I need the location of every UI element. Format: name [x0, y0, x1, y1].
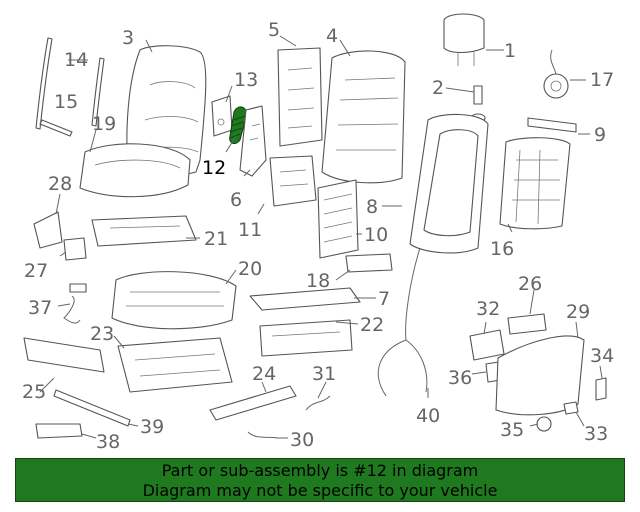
part-16-back-panel	[499, 137, 571, 230]
part-19-cushion-cover	[79, 143, 191, 198]
callout-33: 33	[584, 423, 608, 445]
part-24-trim	[209, 385, 297, 421]
callout-38: 38	[96, 431, 120, 453]
part-7-panel	[249, 287, 361, 311]
leader-lines	[39, 35, 603, 439]
part-17-speaker	[543, 49, 569, 99]
banner-line-part-number: Part or sub-assembly is #12 in diagram	[161, 461, 479, 480]
part-11-lumbar	[269, 155, 317, 207]
callout-14: 14	[64, 49, 88, 71]
part-29-side-shield	[495, 335, 585, 416]
callout-17: 17	[590, 69, 614, 91]
part-33-cap	[563, 401, 579, 415]
callout-5: 5	[268, 19, 280, 41]
callout-labels: 1 2 3 4 5 6 7 8 9 10 11 12 13 14 15 16 1…	[22, 19, 614, 453]
callout-25: 25	[22, 381, 46, 403]
part-27-clip	[63, 237, 87, 261]
callout-11: 11	[238, 219, 262, 241]
callout-24: 24	[252, 363, 276, 385]
part-38-module	[35, 423, 83, 439]
part-35-knob	[536, 416, 552, 432]
part-10-spring	[317, 179, 359, 259]
callout-27: 27	[24, 260, 48, 282]
part-15-clip	[39, 119, 73, 137]
part-22-frame	[259, 319, 353, 357]
part-28-bracket	[33, 211, 63, 249]
part-34-cap	[595, 377, 607, 401]
part-31-harness	[305, 395, 331, 411]
callout-35: 35	[500, 419, 524, 441]
callout-7: 7	[378, 288, 390, 310]
callout-39: 39	[140, 416, 164, 438]
part-1-headrest	[443, 13, 485, 66]
callout-31: 31	[312, 363, 336, 385]
part-20-cushion-pad	[111, 271, 237, 330]
callout-20: 20	[238, 258, 262, 280]
callout-29: 29	[566, 301, 590, 323]
callout-23: 23	[90, 323, 114, 345]
callout-40: 40	[416, 405, 440, 427]
callout-12-highlighted: 12	[202, 157, 226, 179]
part-6-side-panel	[239, 105, 267, 177]
callout-2: 2	[432, 77, 444, 99]
part-12-highlighted	[229, 106, 248, 144]
callout-32: 32	[476, 298, 500, 320]
part-37-harness	[63, 283, 87, 324]
callout-13: 13	[234, 69, 258, 91]
parts-diagram: 1 2 3 4 5 6 7 8 9 10 11 12 13 14 15 16 1…	[22, 13, 614, 453]
part-3-seatback-cover	[126, 45, 207, 176]
part-4-seatback-pad	[321, 50, 406, 184]
part-5-back-panel	[277, 47, 323, 147]
callout-9: 9	[594, 124, 606, 146]
part-40-harness	[377, 247, 428, 397]
callout-26: 26	[518, 273, 542, 295]
callout-10: 10	[364, 224, 388, 246]
part-8-seatback-frame	[409, 113, 489, 254]
callout-19: 19	[92, 113, 116, 135]
callout-30: 30	[290, 429, 314, 451]
callout-15: 15	[54, 91, 78, 113]
part-18-module	[345, 253, 393, 273]
callout-34: 34	[590, 345, 614, 367]
part-32-knob	[469, 329, 505, 361]
callout-1: 1	[504, 40, 516, 62]
part-13-bracket	[211, 95, 233, 137]
callout-8: 8	[366, 196, 378, 218]
part-25-trim	[23, 337, 105, 373]
callout-4: 4	[326, 25, 338, 47]
part-23-adjuster	[117, 337, 233, 393]
callout-21: 21	[204, 228, 228, 250]
part-39-rail	[53, 389, 131, 427]
callout-3: 3	[122, 27, 134, 49]
vehicle-fit-notice-banner: Part or sub-assembly is #12 in diagram D…	[15, 458, 625, 502]
callout-22: 22	[360, 314, 384, 336]
callout-28: 28	[48, 173, 72, 195]
part-30-harness	[247, 431, 279, 439]
callout-37: 37	[28, 297, 52, 319]
callout-6: 6	[230, 189, 242, 211]
part-14-trim-strip	[35, 37, 105, 130]
part-21-seat-pan	[91, 215, 197, 247]
banner-line-disclaimer: Diagram may not be specific to your vehi…	[142, 481, 498, 500]
callout-36: 36	[448, 367, 472, 389]
part-26-switch	[507, 313, 547, 335]
callout-16: 16	[490, 238, 514, 260]
part-9-bracket	[527, 117, 577, 133]
callout-18: 18	[306, 270, 330, 292]
